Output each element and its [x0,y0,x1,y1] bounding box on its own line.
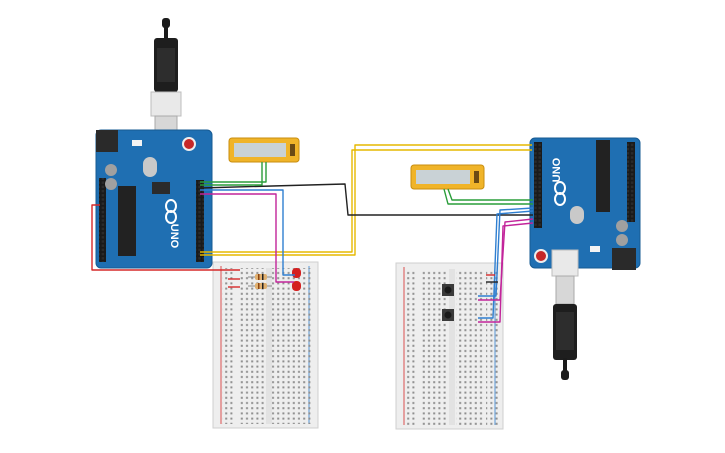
wire-blue[interactable] [478,207,534,297]
board-brand-label: UNO [168,224,180,249]
reset-button-right[interactable] [534,249,548,263]
lcd-display-right[interactable] [410,164,485,190]
wire-green[interactable] [200,162,263,186]
arduino-board-right[interactable]: UNO [529,137,641,270]
wire-magenta[interactable] [200,193,294,283]
led-red[interactable] [292,281,301,291]
wire-green[interactable] [443,188,533,205]
wire-green[interactable] [447,188,533,201]
wire-green[interactable] [200,162,267,183]
usb-cable-right[interactable] [551,249,579,380]
wire-blue[interactable] [478,210,534,319]
led-red[interactable] [292,268,301,278]
breadboard-left[interactable] [212,261,319,429]
arduino-infinity-logo [165,199,177,224]
wires [91,144,534,323]
arduino-board-left[interactable]: UNO [95,129,213,269]
resistor[interactable] [248,274,272,280]
resistor[interactable] [248,283,272,289]
wire-black[interactable] [199,183,533,216]
breadboard-right[interactable] [395,262,504,430]
push-button[interactable] [442,284,454,296]
arduino-infinity-logo [554,181,566,206]
wire-red[interactable] [91,204,240,271]
lcd-display-left[interactable] [228,137,300,163]
reset-button-left[interactable] [182,137,196,151]
wire-yellow[interactable] [200,144,532,256]
wire-magenta[interactable] [478,222,534,323]
board-brand-label: UNO [551,157,563,182]
wire-blue[interactable] [200,189,295,276]
push-button[interactable] [442,309,454,321]
usb-cable-left[interactable] [150,18,182,147]
